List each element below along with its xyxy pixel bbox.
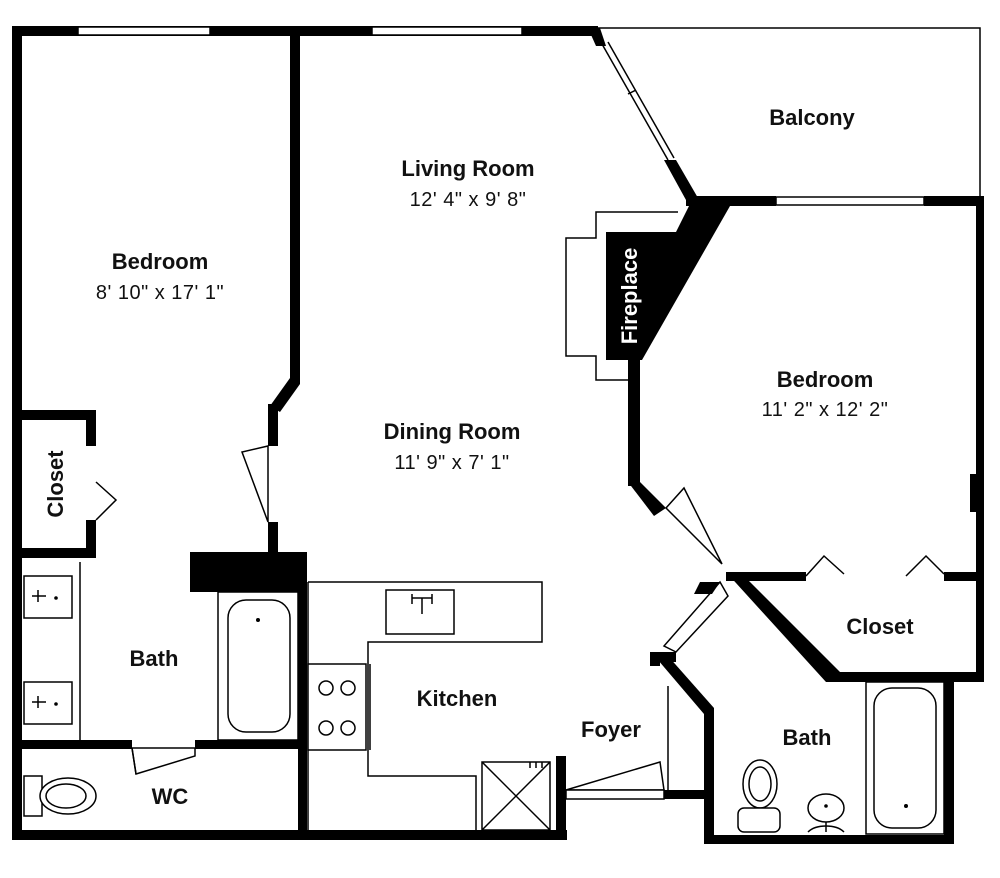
closet-right-name: Closet [846,614,914,639]
bedroom-right-dims: 11' 2" x 12' 2" [762,399,889,421]
bedroom-left-name: Bedroom [112,249,209,274]
left-bath-fixtures [23,562,299,741]
living-room-name: Living Room [401,156,534,181]
right-bath-fixtures [667,681,945,835]
closet-left-name: Closet [43,450,68,518]
balcony-outline [598,27,981,196]
doors [95,445,945,800]
bath-right-name: Bath [783,725,832,750]
fireplace-label: Fireplace [617,248,642,345]
balcony-name: Balcony [769,105,855,130]
wc-name: WC [152,784,189,809]
fireplace-hearth [565,211,678,381]
kitchen-fixtures [307,581,551,832]
bedroom-right-name: Bedroom [777,367,874,392]
foyer-name: Foyer [581,717,641,742]
bath-left-name: Bath [130,646,179,671]
room-labels: Bedroom 8' 10" x 17' 1" Living Room 12' … [43,105,914,809]
wc-fixtures [23,775,97,817]
bedroom-left-dims: 8' 10" x 17' 1" [96,282,224,304]
dining-room-dims: 11' 9" x 7' 1" [394,452,509,474]
kitchen-name: Kitchen [417,686,498,711]
walls [12,26,984,844]
windows [77,26,925,206]
dining-room-name: Dining Room [384,419,521,444]
living-room-dims: 12' 4" x 9' 8" [410,189,527,211]
